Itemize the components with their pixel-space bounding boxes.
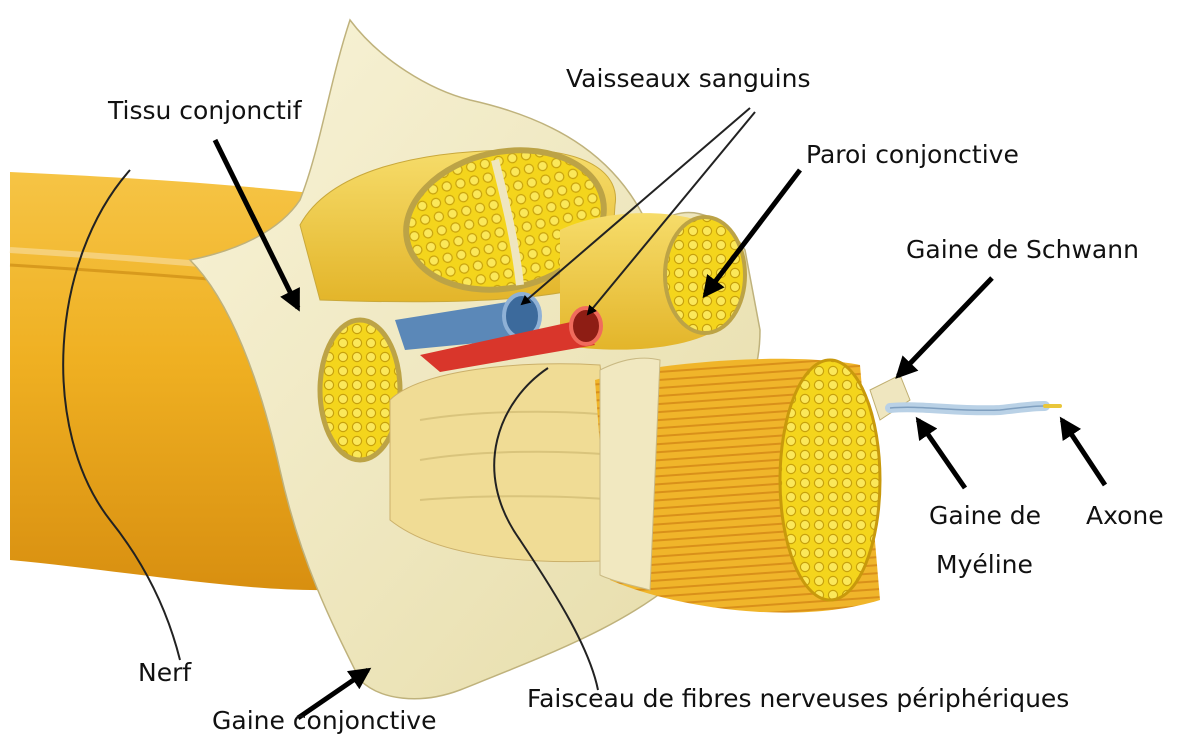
nerve-fiber [870,375,1060,420]
fascicle-exposed [595,358,880,613]
label-gaine-de-myeline-1: Gaine de [929,503,1041,528]
label-gaine-de-myeline-2: Myéline [936,552,1033,577]
fascicle-left [320,320,400,460]
axone-arrow [1062,420,1105,485]
label-nerf: Nerf [138,660,191,685]
label-axone: Axone [1086,503,1164,528]
label-gaine-conjonctive: Gaine conjonctive [212,708,436,733]
label-tissu-conjonctif: Tissu conjonctif [108,98,302,123]
schwann-arrow [898,278,992,376]
myeline-arrow [918,420,965,488]
label-paroi-conjonctive: Paroi conjonctive [806,142,1019,167]
label-gaine-de-schwann: Gaine de Schwann [906,237,1139,262]
fascicle-lower [390,364,620,562]
label-faisceau-fibres: Faisceau de fibres nerveuses périphériqu… [527,686,1069,711]
label-vaisseaux-sanguins: Vaisseaux sanguins [566,66,810,91]
